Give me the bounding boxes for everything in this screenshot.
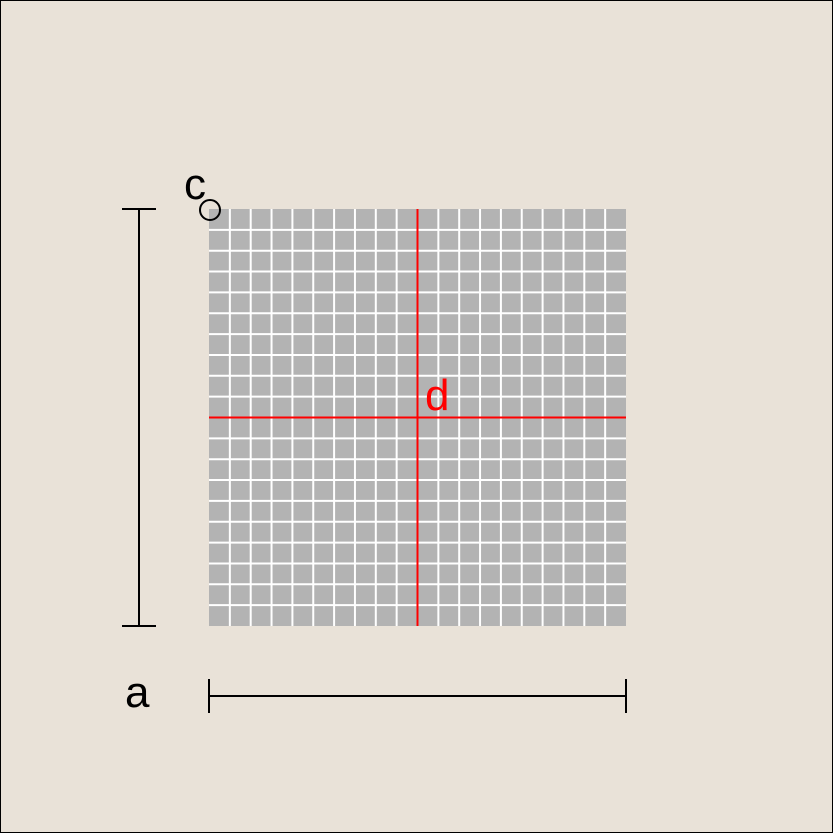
label-a: a	[125, 668, 150, 717]
vertical-dimension-bar	[122, 208, 156, 627]
corner-circle-marker	[199, 199, 221, 221]
horizontal-dimension-bar	[208, 679, 627, 713]
label-d: d	[425, 371, 449, 420]
label-c: c	[184, 160, 206, 209]
